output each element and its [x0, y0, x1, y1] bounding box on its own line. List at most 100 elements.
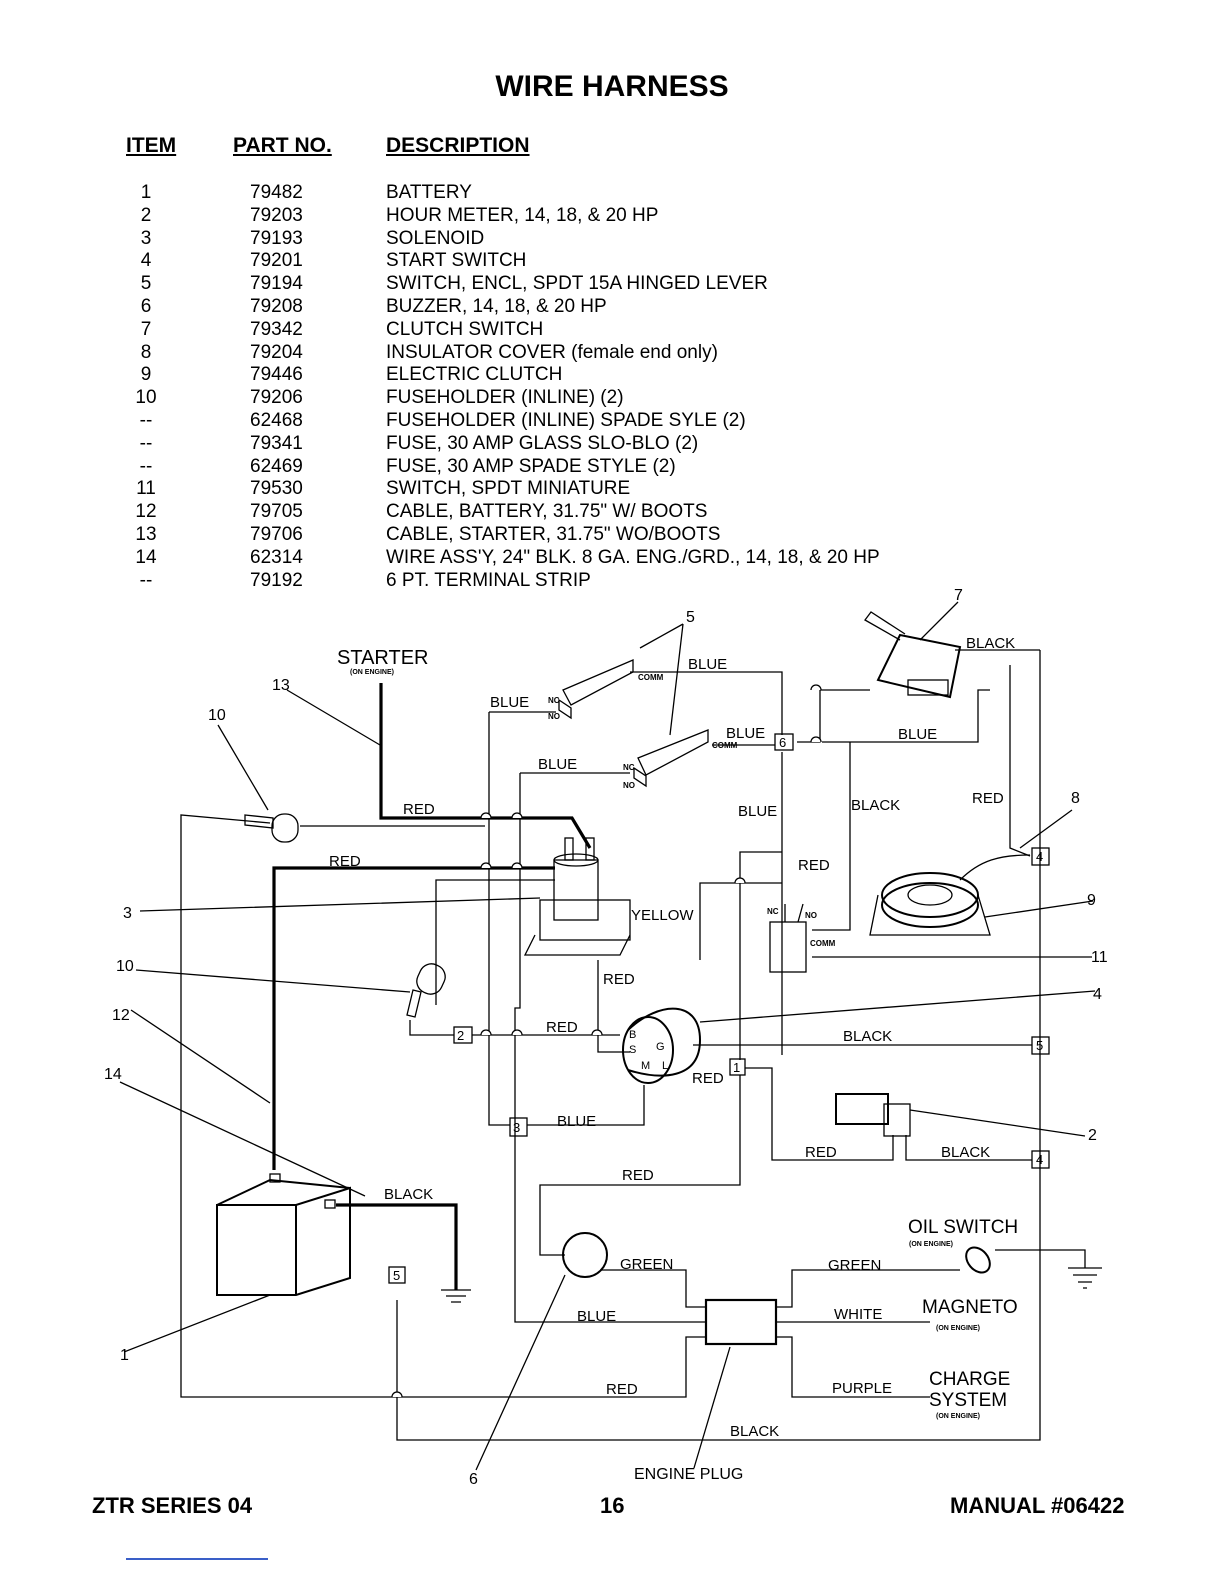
wire-label-black: BLACK: [730, 1423, 779, 1440]
part-description: FUSE, 30 AMP SPADE STYLE (2): [386, 455, 676, 477]
callout-leaders: [119, 601, 1096, 1471]
part-description: INSULATOR COVER (female end only): [386, 341, 718, 363]
part-number: 79706: [250, 523, 303, 545]
part-number: 79342: [250, 318, 303, 340]
wire-label-blue: BLUE: [577, 1308, 616, 1325]
part-number: 79482: [250, 182, 303, 203]
part-item: --: [139, 432, 153, 454]
part-item: 7: [140, 318, 152, 340]
callout-2: 2: [1088, 1127, 1097, 1144]
wire-label-purple: PURPLE: [832, 1380, 892, 1397]
interlock-switch: [562, 659, 634, 706]
wire-label-black: BLACK: [843, 1028, 892, 1045]
solenoid: [553, 859, 599, 921]
callout-3: 3: [123, 905, 132, 922]
part-description: FUSEHOLDER (INLINE) (2): [386, 387, 624, 409]
wire-label-yellow: YELLOW: [631, 907, 694, 924]
wire-label-black: BLACK: [384, 1186, 433, 1203]
part-number: 79193: [250, 227, 303, 249]
part-number: 79203: [250, 204, 303, 226]
wire-label-green: GREEN: [620, 1256, 673, 1273]
wire-label-red: RED: [622, 1167, 654, 1184]
terminal-label: 1: [733, 1060, 740, 1075]
terminal-label: 2: [457, 1028, 464, 1043]
wire-label-blue: BLUE: [557, 1113, 596, 1130]
wire-label-blue: BLUE: [898, 726, 937, 743]
divider: [126, 1558, 268, 1560]
pin-label: S: [629, 1044, 636, 1056]
wire-label-red: RED: [972, 790, 1004, 807]
footer-page-number: 16: [600, 1493, 625, 1518]
part-description: START SWITCH: [386, 250, 527, 272]
part-item: 2: [140, 204, 152, 226]
wire-label-blue: BLUE: [688, 656, 727, 673]
label-magneto-note: (ON ENGINE): [936, 1325, 980, 1332]
part-description: CLUTCH SWITCH: [386, 318, 544, 340]
part-item: 9: [140, 364, 152, 386]
wire-label-black: BLACK: [966, 635, 1015, 652]
pin-label: NO: [805, 911, 817, 920]
terminal-label: 5: [1036, 1038, 1043, 1053]
label-system: SYSTEM: [929, 1390, 1007, 1411]
label-starter: STARTER: [337, 647, 429, 669]
part-item: --: [139, 409, 153, 431]
part-number: 62314: [250, 546, 303, 568]
terminal-3: [509, 1117, 528, 1137]
pin-label: NO: [623, 781, 635, 790]
interlock-switch: [637, 729, 709, 776]
terminal-label: 4: [1036, 849, 1043, 864]
wire-label-red: RED: [798, 857, 830, 874]
part-description: BATTERY: [386, 182, 472, 203]
battery: [216, 1186, 351, 1296]
parts-row: 7 79342 CLUTCH SWITCH: [0, 319, 1224, 342]
callout-14: 14: [104, 1066, 122, 1083]
pin-label: NC: [767, 907, 779, 916]
wire-label-red: RED: [403, 801, 435, 818]
hour-meter: [835, 1093, 889, 1125]
part-item: 8: [140, 341, 152, 363]
label-magneto: MAGNETO: [922, 1297, 1018, 1318]
pin-label: COMM: [810, 939, 836, 948]
pin-label: M: [641, 1060, 650, 1072]
label-oil-note: (ON ENGINE): [909, 1241, 953, 1248]
wire-label-red: RED: [606, 1381, 638, 1398]
cable-battery: [272, 866, 555, 1170]
part-number: 79208: [250, 295, 303, 317]
part-item: 6: [140, 295, 152, 317]
oil-switch: [965, 1246, 991, 1274]
part-number: 79705: [250, 501, 303, 523]
part-item: 10: [135, 387, 157, 409]
footer-series: ZTR SERIES 04: [92, 1493, 253, 1518]
part-description: FUSE, 30 AMP GLASS SLO-BLO (2): [386, 432, 699, 454]
terminal-label: 5: [393, 1268, 400, 1283]
header-item: ITEM: [126, 134, 177, 157]
label-charge: CHARGE: [929, 1369, 1010, 1390]
part-description: BUZZER, 14, 18, & 20 HP: [386, 295, 607, 317]
wire-left-loop: [180, 814, 706, 1398]
pin-label: NC: [623, 763, 635, 772]
terminal-4: [1031, 1150, 1050, 1169]
pin-label: NO: [548, 712, 560, 721]
mini-switch: [769, 921, 807, 973]
parts-row: 6 79208 BUZZER, 14, 18, & 20 HP: [0, 296, 1224, 319]
callout-11: 11: [1091, 949, 1108, 966]
part-item: 11: [136, 478, 156, 500]
wire-black-bottom: [396, 650, 1041, 1441]
wire-label-black: BLACK: [851, 797, 900, 814]
part-item: --: [139, 569, 153, 591]
part-item: 5: [140, 273, 152, 295]
callout-10: 10: [208, 707, 226, 724]
